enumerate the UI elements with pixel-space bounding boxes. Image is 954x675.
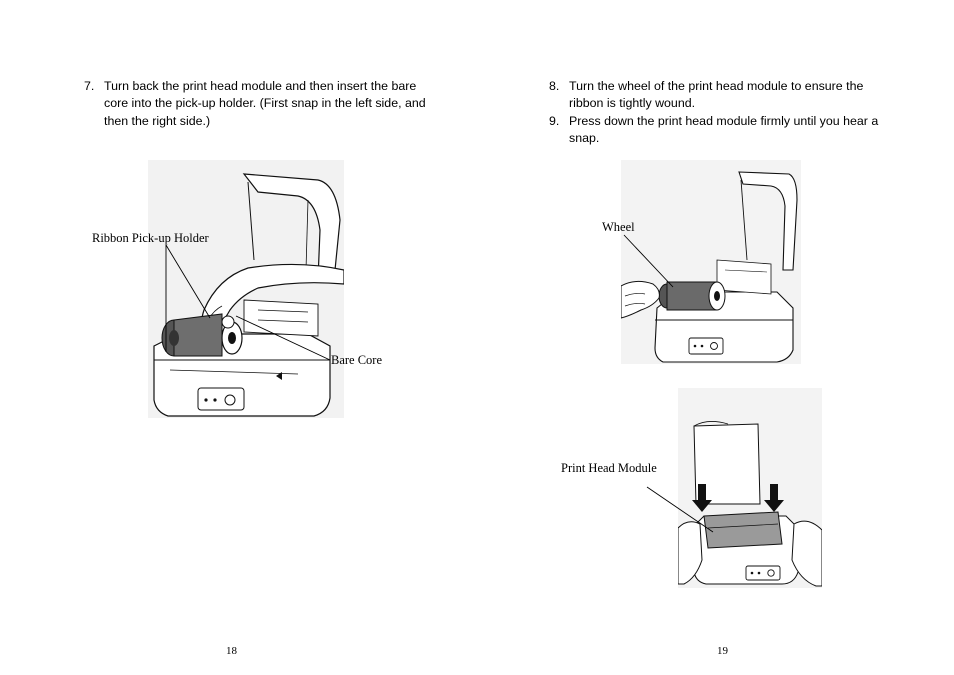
right-page: 8. Turn the wheel of the print head modu… [477,0,954,675]
right-callout-lines [477,0,954,675]
step-line: ribbon is tightly wound. [569,96,696,111]
left-callout-lines [0,0,477,675]
step-line: Turn the wheel of the print head module … [569,79,864,93]
step-text: Turn the wheel of the print head module … [569,78,889,113]
wheel-label: Wheel [602,220,635,234]
step-number: 9. [549,114,560,128]
page-number: 18 [226,645,237,657]
page-number: 19 [717,645,728,657]
printer-bare-core-illustration [148,160,344,418]
step-text: Press down the print head module firmly … [569,113,889,148]
step-text: Turn back the print head module and then… [104,78,464,130]
printer-wheel-illustration [621,160,801,364]
bare-core-label: Bare Core [331,353,383,367]
step-line: Press down the print head module firmly … [569,114,879,128]
step-line: Turn back the print head module and then… [104,79,417,93]
left-page: 7. Turn back the print head module and t… [0,0,477,675]
step-number: 7. [84,79,95,93]
step-line: then the right side.) [104,113,211,128]
step-line: core into the pick-up holder. (First sna… [104,96,426,111]
printer-head-illustration [678,388,822,588]
step-number: 8. [549,79,560,93]
print-head-module-label: Print Head Module [561,461,657,475]
step-line: snap. [569,131,600,146]
ribbon-pickup-holder-label: Ribbon Pick-up Holder [92,231,209,245]
